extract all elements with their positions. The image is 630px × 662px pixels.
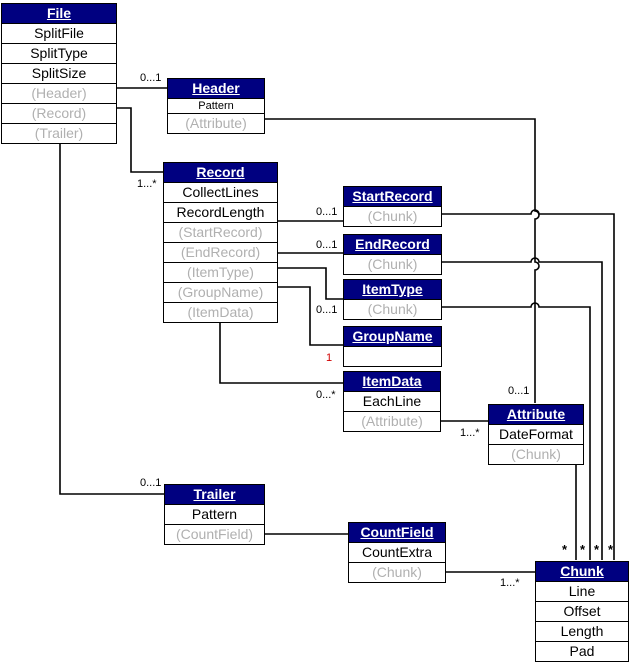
startrecord-ref-chunk: (Chunk) (367, 208, 418, 224)
class-attribute-title: Attribute (489, 405, 583, 425)
class-endrecord[interactable]: EndRecord (Chunk) (343, 234, 442, 275)
multiplicity-trailer: 0...1 (140, 477, 162, 489)
class-startrecord[interactable]: StartRecord (Chunk) (343, 186, 442, 227)
file-record-link (117, 107, 163, 173)
class-countfield[interactable]: CountField CountExtra (Chunk) (348, 522, 446, 583)
class-attribute[interactable]: Attribute DateFormat (Chunk) (488, 404, 584, 465)
countfield-ref-chunk: (Chunk) (372, 564, 422, 580)
multiplicity-chunk-star-2: * (580, 542, 586, 557)
class-itemdata[interactable]: ItemData EachLine (Attribute) (343, 371, 441, 432)
class-file[interactable]: File SplitFile SplitType SplitSize (Head… (1, 3, 117, 144)
multiplicity-chunk-star-1: * (562, 542, 568, 557)
countfield-attr-countextra: CountExtra (349, 543, 445, 563)
class-countfield-title: CountField (349, 523, 445, 543)
itemdata-attr-eachline: EachLine (344, 392, 440, 412)
startrecord-chunk-link (442, 209, 615, 560)
trailer-ref-countfield: (CountField) (175, 526, 254, 542)
class-endrecord-title: EndRecord (344, 235, 441, 255)
class-record-title: Record (164, 163, 277, 183)
class-trailer-title: Trailer (165, 485, 264, 505)
multiplicity-itemdata: 0...* (316, 389, 336, 401)
class-itemtype[interactable]: ItemType (Chunk) (343, 279, 442, 320)
multiplicity-attribute-top: 0...1 (508, 385, 530, 397)
record-ref-itemtype: (ItemType) (164, 263, 277, 283)
record-itemtype-link (278, 267, 343, 300)
endrecord-chunk-link (442, 257, 603, 560)
class-header-title: Header (168, 79, 264, 99)
multiplicity-startrecord: 0...1 (316, 206, 338, 218)
class-groupname[interactable]: GroupName (343, 326, 442, 367)
class-header[interactable]: Header Pattern (Attribute) (167, 78, 265, 134)
record-ref-startrecord: (StartRecord) (164, 223, 277, 243)
header-ref-attribute: (Attribute) (185, 115, 247, 131)
record-ref-groupname: (GroupName) (164, 283, 277, 303)
class-chunk[interactable]: Chunk Line Offset Length Pad (535, 561, 629, 662)
file-trailer-link (59, 137, 164, 495)
multiplicity-attribute-left: 1...* (460, 427, 480, 439)
file-ref-record: (Record) (2, 104, 116, 124)
multiplicity-header: 0...1 (140, 72, 162, 84)
attribute-ref-chunk: (Chunk) (511, 446, 561, 462)
header-attribute-link (265, 118, 540, 403)
multiplicity-chunk-star-3: * (594, 542, 600, 557)
record-ref-itemdata: (ItemData) (187, 304, 254, 320)
record-itemdata-link (219, 317, 343, 384)
trailer-attr-pattern: Pattern (165, 505, 264, 525)
class-itemtype-title: ItemType (344, 280, 441, 300)
class-chunk-title: Chunk (536, 562, 628, 582)
multiplicity-record: 1...* (137, 178, 157, 190)
groupname-empty-row (344, 347, 441, 366)
class-trailer[interactable]: Trailer Pattern (CountField) (164, 484, 265, 545)
class-startrecord-title: StartRecord (344, 187, 441, 207)
chunk-attr-length: Length (536, 622, 628, 642)
record-attr-collectlines: CollectLines (164, 183, 277, 203)
chunk-attr-offset: Offset (536, 602, 628, 622)
endrecord-ref-chunk: (Chunk) (367, 256, 418, 272)
header-attr-pattern: Pattern (168, 99, 264, 114)
record-attr-recordlength: RecordLength (164, 203, 277, 223)
class-itemdata-title: ItemData (344, 372, 440, 392)
class-file-title: File (2, 4, 116, 24)
file-attr-splitsize: SplitSize (2, 64, 116, 84)
multiplicity-groupname: 1 (326, 352, 333, 364)
itemdata-ref-attribute: (Attribute) (361, 413, 423, 429)
multiplicity-chunk: 1...* (500, 577, 520, 589)
itemtype-chunk-link (442, 302, 591, 560)
record-ref-endrecord: (EndRecord) (164, 243, 277, 263)
attribute-attr-dateformat: DateFormat (489, 425, 583, 445)
multiplicity-chunk-star-4: * (608, 542, 614, 557)
itemtype-ref-chunk: (Chunk) (367, 301, 418, 317)
class-record[interactable]: Record CollectLines RecordLength (StartR… (163, 162, 278, 323)
chunk-attr-pad: Pad (569, 643, 595, 659)
chunk-attr-line: Line (536, 582, 628, 602)
multiplicity-itemtype: 0...1 (316, 304, 338, 316)
file-ref-trailer: (Trailer) (34, 125, 84, 141)
file-ref-header: (Header) (2, 84, 116, 104)
multiplicity-endrecord: 0...1 (316, 239, 338, 251)
file-attr-splitfile: SplitFile (2, 24, 116, 44)
record-groupname-link (278, 286, 343, 346)
class-groupname-title: GroupName (344, 327, 441, 347)
file-attr-splittype: SplitType (2, 44, 116, 64)
